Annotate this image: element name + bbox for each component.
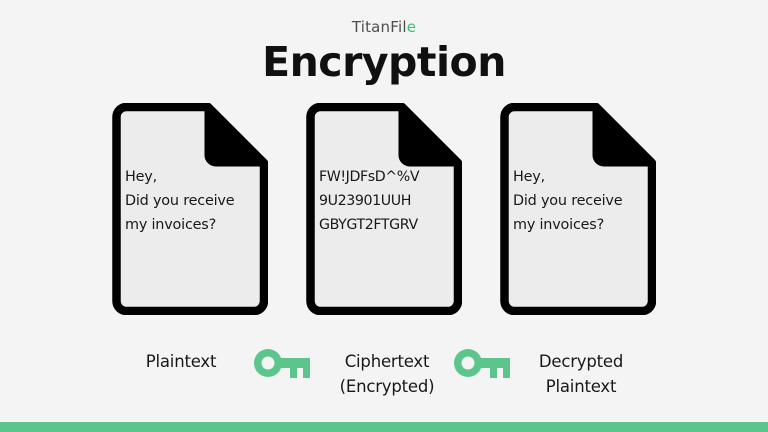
page-title: Encryption: [262, 38, 506, 86]
document-body-text: Hey, Did you receive my invoices?: [513, 169, 623, 233]
caption-plaintext: Plaintext: [145, 352, 217, 371]
captions-row: Plaintext Ciphertext (Encrypted): [0, 336, 768, 406]
document-shape-icon: [306, 103, 462, 315]
brand-logo-text: TitanFil: [351, 18, 407, 36]
brand-logo: TitanFile: [0, 18, 768, 36]
document-shape-icon: [500, 103, 656, 315]
document-body-text: Hey, Did you receive my invoices?: [125, 169, 235, 233]
key-icon: [252, 347, 312, 379]
caption-decrypted: Decrypted Plaintext: [538, 352, 624, 396]
document-card-plaintext: Hey, Did you receive my invoices?: [112, 103, 268, 315]
document-shape-icon: [112, 103, 268, 315]
brand-logo-accent-letter: e: [406, 18, 417, 36]
document-body-text: FW!JDFsD^%V 9U23901UUH GBYGT2FTGRV: [319, 169, 420, 233]
caption-ciphertext: Ciphertext (Encrypted): [339, 352, 435, 396]
footer-accent-bar: [0, 422, 768, 432]
document-card-decrypted: Hey, Did you receive my invoices?: [500, 103, 656, 315]
document-card-ciphertext: FW!JDFsD^%V 9U23901UUH GBYGT2FTGRV: [306, 103, 462, 315]
key-icon: [452, 347, 512, 379]
documents-row: Hey, Did you receive my invoices? FW!JDF…: [0, 103, 768, 315]
